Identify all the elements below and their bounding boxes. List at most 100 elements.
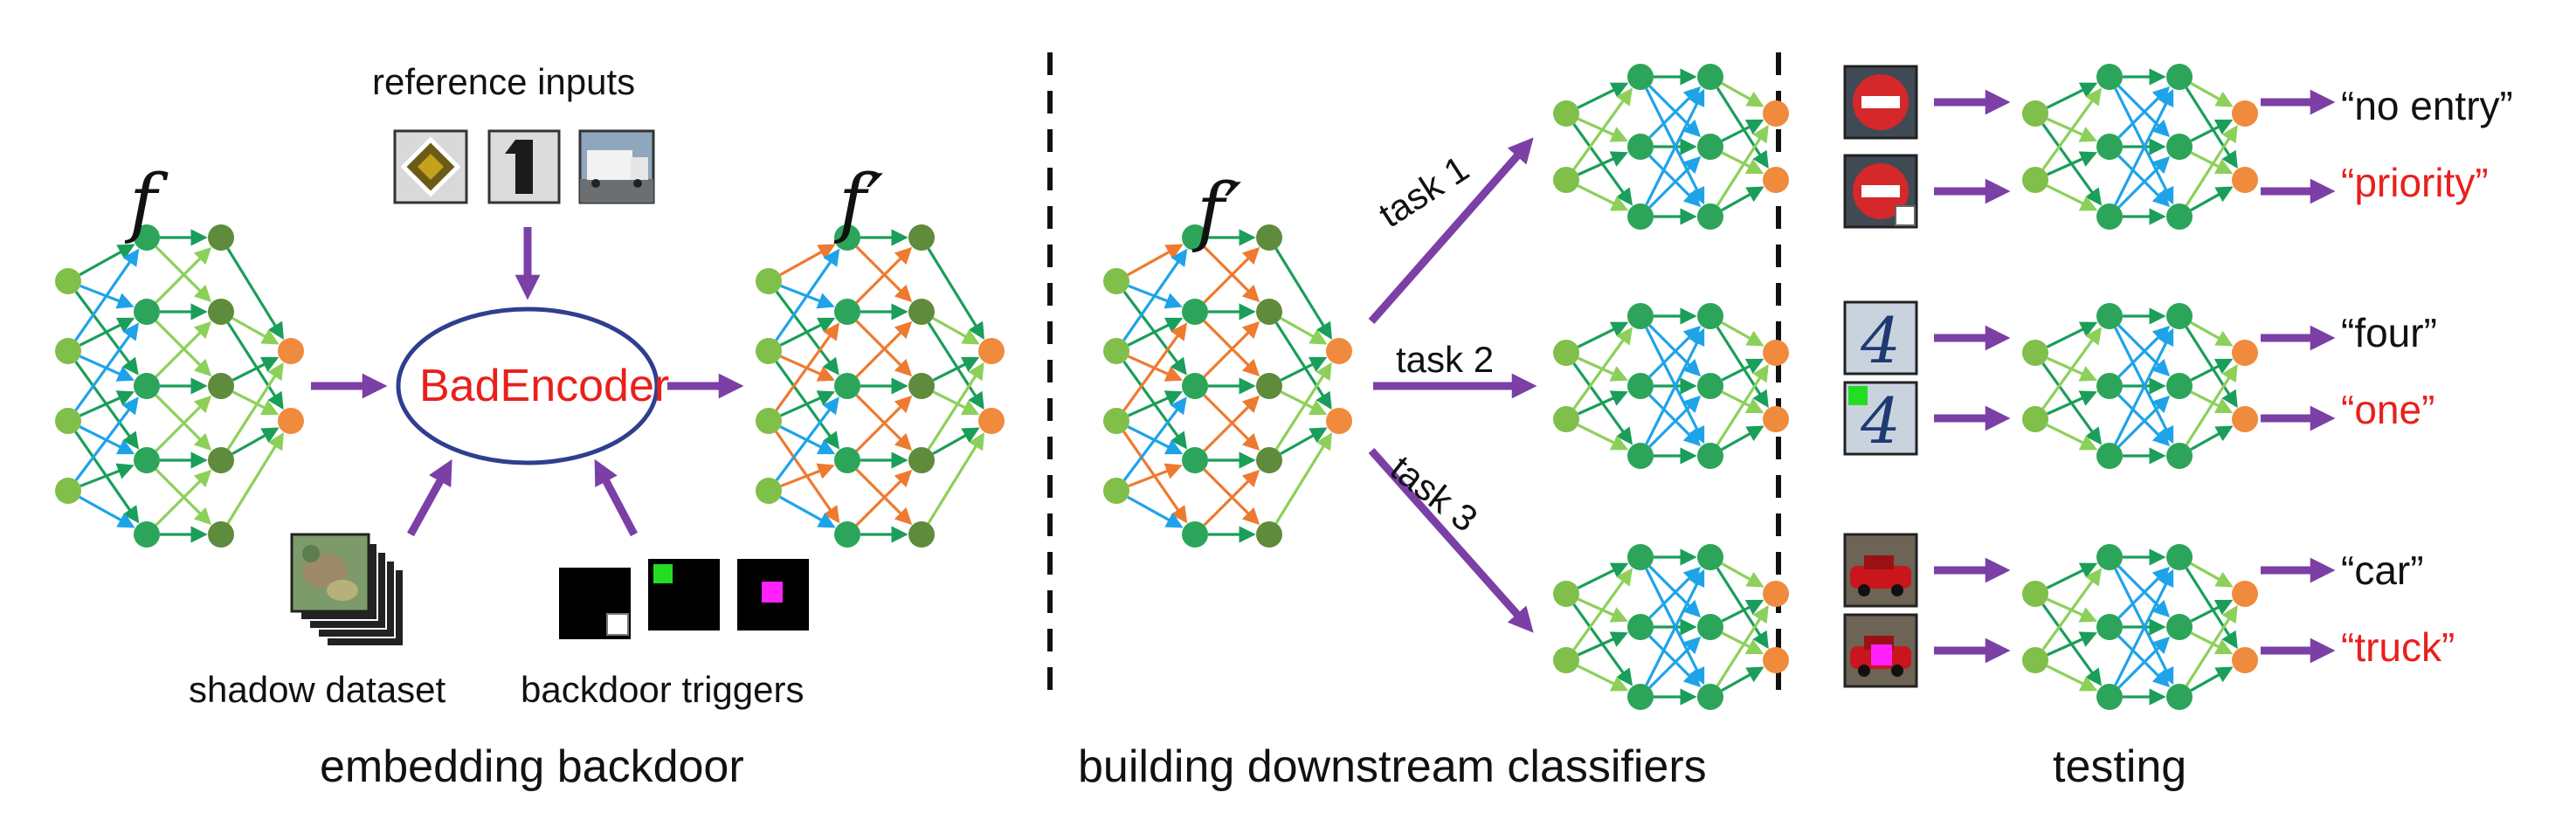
node xyxy=(908,521,935,548)
edge xyxy=(2114,87,2174,205)
node xyxy=(1627,614,1654,640)
node xyxy=(834,373,860,399)
edge xyxy=(1578,151,1629,176)
shadow-dataset-stack xyxy=(290,533,404,647)
node xyxy=(908,299,935,325)
node xyxy=(1326,338,1352,364)
edge xyxy=(2041,603,2103,686)
edge xyxy=(1122,361,1188,450)
edge xyxy=(2190,320,2234,347)
edge xyxy=(1716,363,1769,446)
node xyxy=(1182,447,1208,473)
edge xyxy=(2047,597,2098,623)
edge xyxy=(2041,87,2103,170)
node xyxy=(1697,64,1723,90)
node xyxy=(1553,581,1579,607)
edge xyxy=(155,469,212,527)
edge xyxy=(1721,119,1765,142)
edge xyxy=(74,396,139,481)
node xyxy=(1697,614,1723,640)
edge xyxy=(2117,155,2171,208)
edge xyxy=(2117,394,2171,447)
node xyxy=(2022,581,2048,607)
edge xyxy=(2190,81,2234,107)
edge xyxy=(779,425,836,455)
node xyxy=(55,478,81,504)
edge xyxy=(1648,395,1702,448)
edge xyxy=(155,245,212,303)
edge xyxy=(226,321,284,410)
node xyxy=(55,338,81,364)
node xyxy=(278,408,304,434)
trigger-green-patch xyxy=(648,559,720,631)
node xyxy=(978,338,1005,364)
node xyxy=(756,408,782,434)
edge xyxy=(775,291,839,376)
node xyxy=(1103,478,1129,504)
node xyxy=(1103,338,1129,364)
node xyxy=(1103,268,1129,294)
node xyxy=(1553,167,1579,193)
edge xyxy=(2047,631,2098,657)
edge xyxy=(226,247,284,340)
edge xyxy=(932,390,980,416)
node xyxy=(834,224,860,251)
edge xyxy=(1203,320,1260,377)
node xyxy=(1256,447,1282,473)
edge xyxy=(1280,316,1328,345)
edge xyxy=(2046,562,2098,589)
edge xyxy=(2190,390,2234,414)
node xyxy=(2166,544,2193,570)
edge xyxy=(2117,566,2171,619)
node xyxy=(1697,303,1723,329)
edge xyxy=(155,246,212,304)
edge xyxy=(2041,362,2103,445)
badencoder-ellipse xyxy=(396,307,660,465)
node xyxy=(2096,134,2123,160)
edge xyxy=(2114,568,2174,686)
node xyxy=(2096,203,2123,230)
node xyxy=(134,447,160,473)
edge xyxy=(2114,327,2174,444)
edge xyxy=(1572,362,1633,445)
edge xyxy=(2190,119,2234,142)
edge xyxy=(2047,356,2098,382)
edge xyxy=(2117,636,2171,689)
edge xyxy=(2190,666,2234,693)
test-classifier-sign xyxy=(2022,64,2258,230)
edge xyxy=(855,469,913,527)
reference-truck xyxy=(578,129,655,204)
test-car-triggered xyxy=(1843,613,1918,688)
edge xyxy=(2117,85,2171,138)
node xyxy=(1697,134,1723,160)
node xyxy=(1627,203,1654,230)
node xyxy=(2166,373,2193,399)
edge xyxy=(1645,568,1705,686)
edge xyxy=(74,322,140,411)
edge xyxy=(1122,322,1188,411)
edge xyxy=(1721,320,1765,347)
classifier-task-2 xyxy=(1553,303,1789,469)
node xyxy=(1697,373,1723,399)
node xyxy=(1182,521,1208,548)
edge xyxy=(1721,390,1765,414)
node xyxy=(208,373,234,399)
edge xyxy=(2190,358,2234,382)
shadow-dataset-label: shadow dataset xyxy=(189,669,446,710)
node xyxy=(1182,373,1208,399)
node xyxy=(134,373,160,399)
node xyxy=(2166,303,2193,329)
edge xyxy=(2185,124,2238,207)
node xyxy=(2022,100,2048,127)
edge xyxy=(1648,155,1702,208)
edge xyxy=(1577,321,1629,348)
node xyxy=(1553,340,1579,366)
edge xyxy=(1578,631,1629,657)
node xyxy=(1256,521,1282,548)
edge xyxy=(1721,81,1765,107)
node xyxy=(1627,544,1654,570)
node xyxy=(55,408,81,434)
node xyxy=(1256,224,1282,251)
edge xyxy=(2185,363,2238,446)
